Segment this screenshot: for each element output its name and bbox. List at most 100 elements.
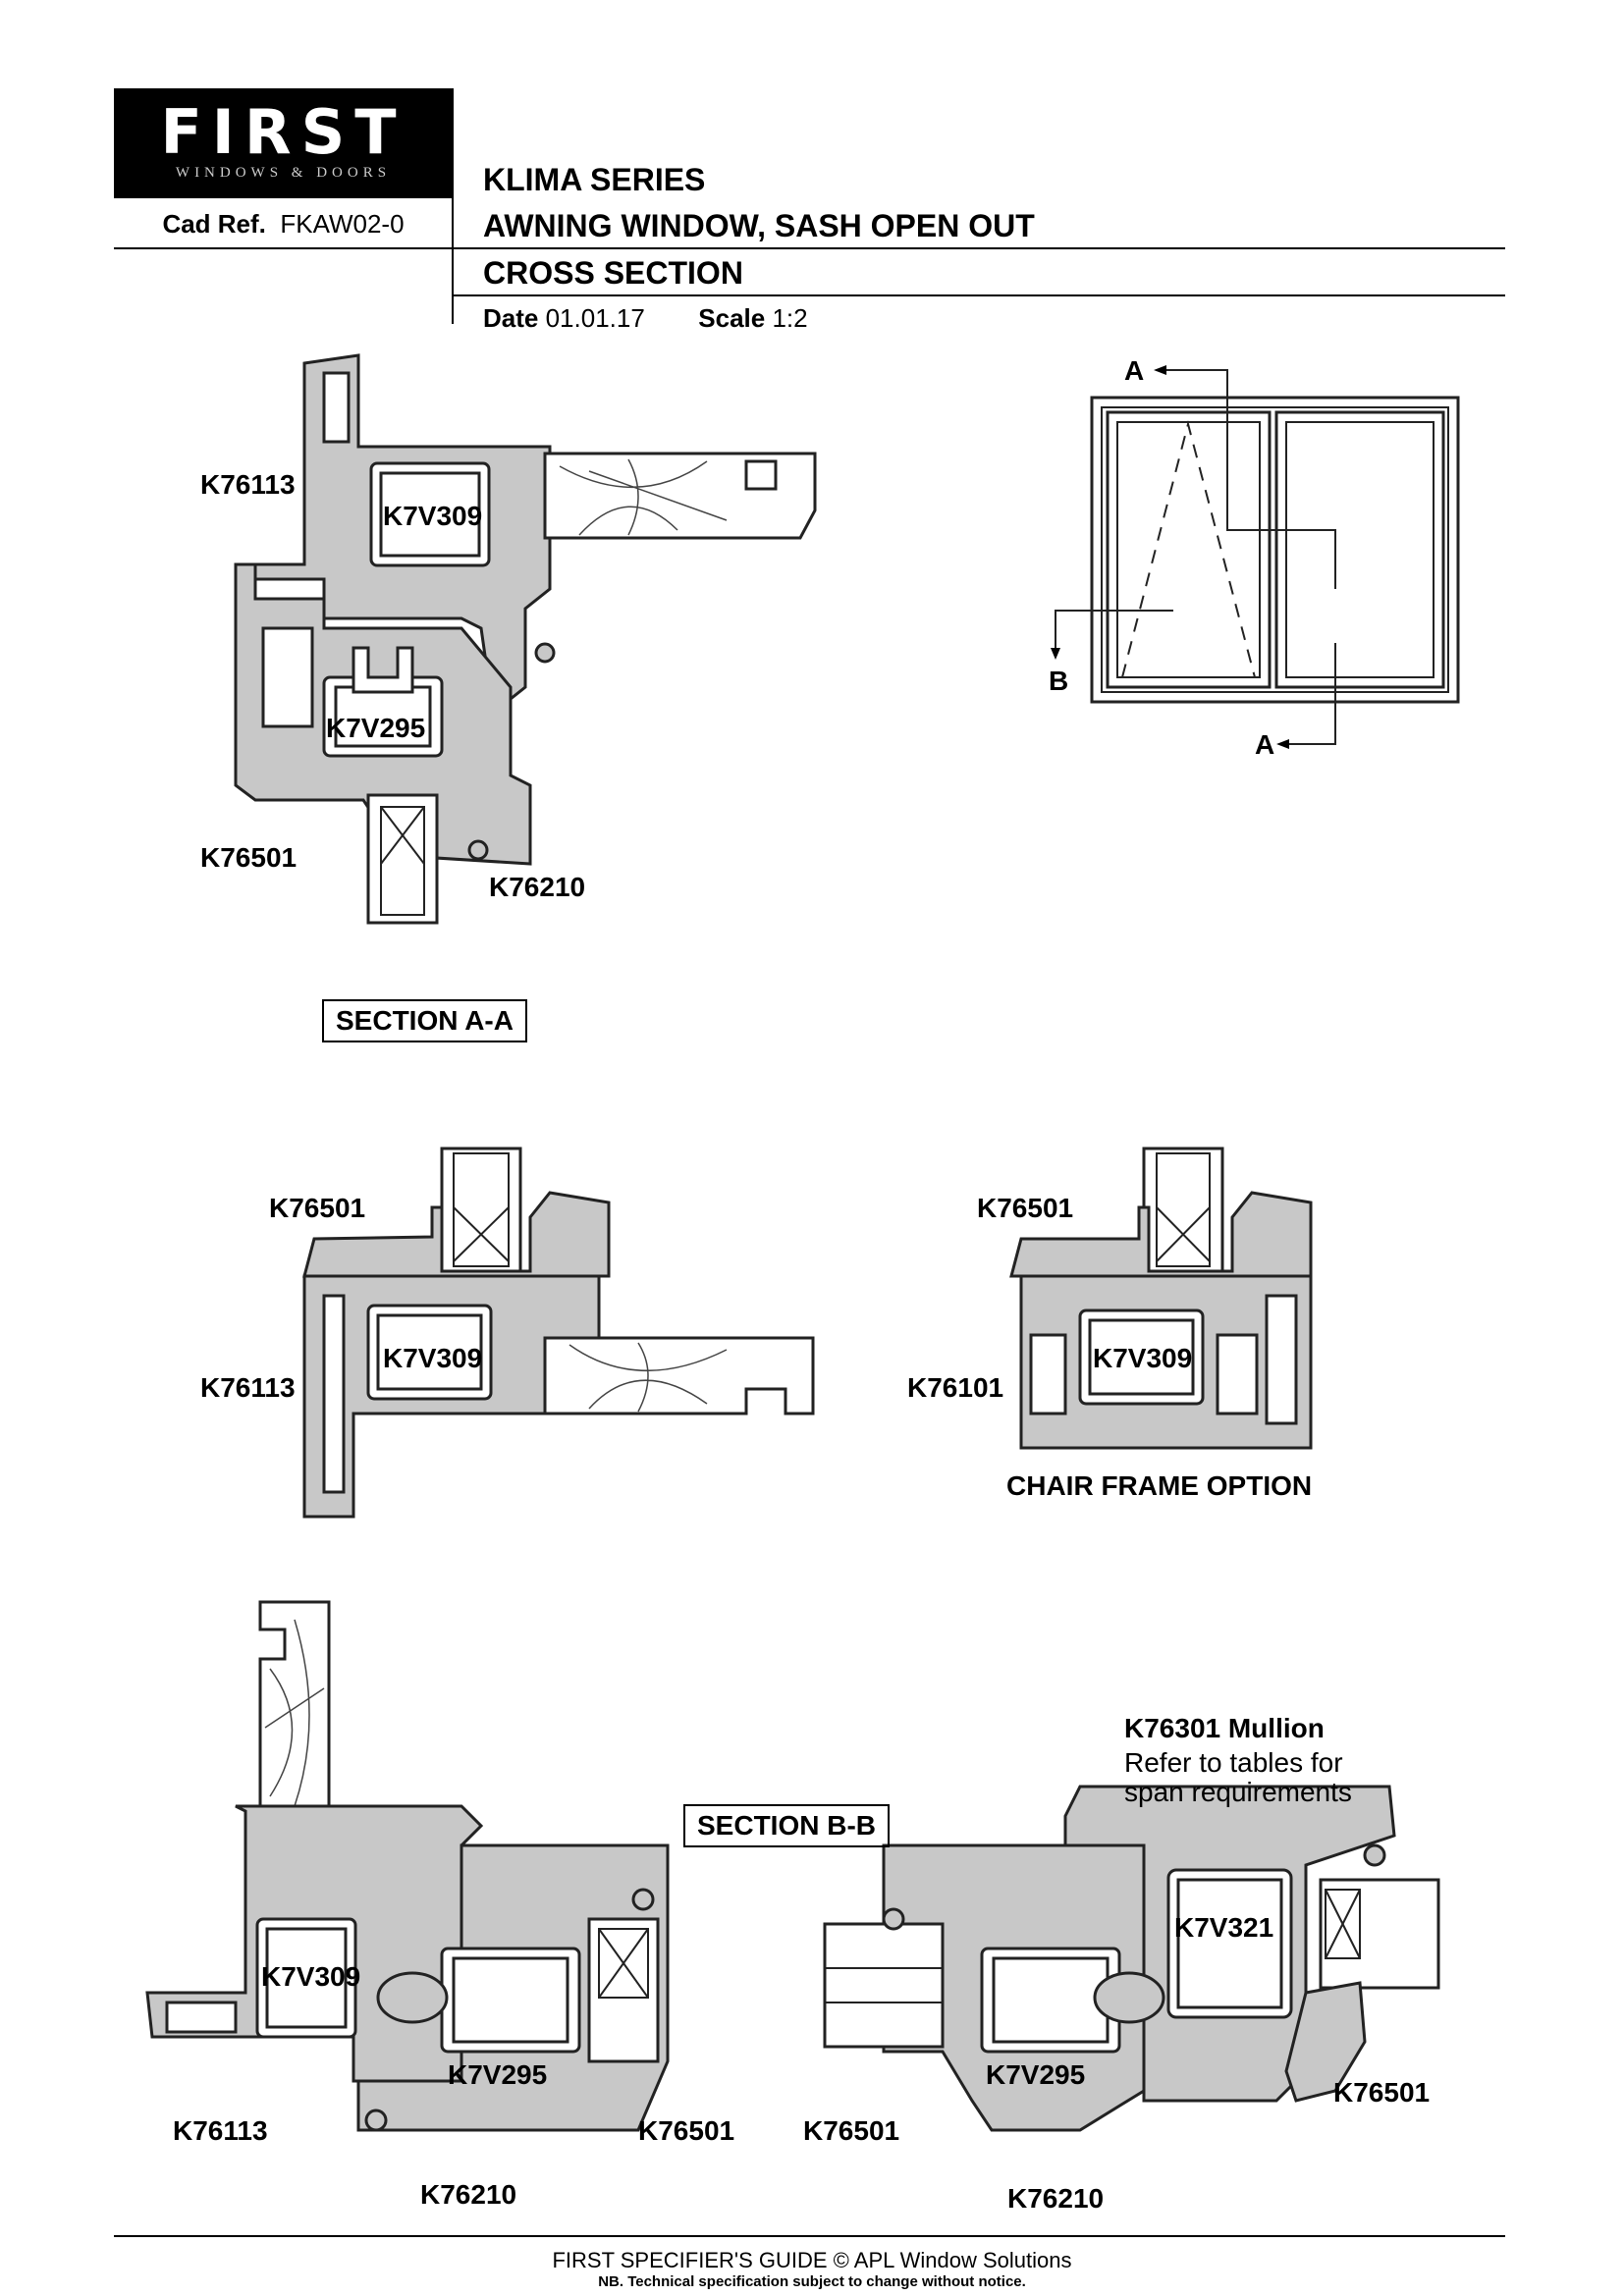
label-k76210-bb-right: K76210 [1007, 2183, 1105, 2214]
glass-unit-right [1319, 1878, 1440, 1990]
fixed-panel-glass [1285, 421, 1435, 678]
label-k76501-bb-right: K76501 [1333, 2077, 1431, 2108]
mullion-note-1: Refer to tables for [1124, 1747, 1343, 1778]
sash-profile-k76501-right [1284, 1981, 1367, 2103]
arrow-b-icon [1051, 648, 1060, 660]
timber-reveal [543, 452, 817, 540]
date-scale-row: Date 01.01.17 Scale 1:2 [483, 303, 808, 334]
awning-sash [1106, 410, 1272, 689]
header-rule-1 [452, 247, 1505, 249]
arrow-a-top-icon [1154, 365, 1166, 375]
gasket [364, 2109, 388, 2132]
label-k76501-bb-right-left: K76501 [803, 2115, 900, 2146]
label-k7v295-bb-left: K7V295 [448, 2059, 548, 2090]
logo-wordmark: FIRST [160, 96, 406, 168]
mullion-note-2: span requirements [1124, 1777, 1352, 1807]
frame-chamber [322, 1294, 346, 1494]
reinforcement-inner [452, 1956, 569, 2044]
label-k7v309-bb: K7V309 [261, 1961, 361, 1992]
spacer-cross [598, 1928, 649, 1999]
brand-logo: FIRST WINDOWS & DOORS [114, 88, 453, 198]
wood-grain [264, 1619, 325, 1807]
label-k7v295-bb-right: K7V295 [986, 2059, 1086, 2090]
glass-spacer [453, 1152, 510, 1267]
glass-spacer [1156, 1152, 1211, 1267]
label-k7v309-aa: K7V309 [383, 501, 483, 531]
label-k76113-sill-left: K76113 [200, 1372, 296, 1403]
spacer-cross [453, 1206, 510, 1262]
frame-chamber [1029, 1333, 1067, 1415]
spacer-cross [1156, 1206, 1211, 1262]
marker-a-bottom: A [1255, 729, 1275, 760]
sash-profile-k76501 [1009, 1191, 1313, 1278]
spacer-cross [1325, 1889, 1361, 1959]
hinge-fixing [1093, 1971, 1165, 2024]
glass-spacer [1325, 1889, 1361, 1959]
section-line-a [1286, 643, 1336, 745]
cad-reference: Cad Ref. FKAW02-0 [114, 209, 453, 240]
footer-guide: FIRST SPECIFIER'S GUIDE © APL Window Sol… [552, 2248, 1072, 2272]
frame-chamber [1216, 1333, 1259, 1415]
sash-profile-k76501 [302, 1191, 611, 1278]
label-k7v309-sill-right: K7V309 [1093, 1343, 1193, 1373]
glass-unit-left [823, 1922, 945, 2049]
timber-reveal [258, 1600, 331, 1813]
label-k76501-aa: K76501 [200, 842, 298, 873]
label-mullion-title: K76301 Mullion [1124, 1713, 1325, 1743]
reinforcement-inner [334, 685, 432, 748]
label-k76210-aa: K76210 [489, 872, 586, 902]
sill-left-drawing [302, 1147, 815, 1519]
section-line-a [1164, 369, 1336, 589]
arrow-a-bottom-icon [1276, 739, 1289, 749]
gasket [882, 1907, 905, 1931]
reinforcement-inner [1088, 1318, 1195, 1396]
label-k7v309-sill-left: K7V309 [383, 1343, 483, 1373]
window-frame-inner [1101, 406, 1449, 693]
gasket [1363, 1843, 1386, 1867]
wood-grain [568, 1342, 728, 1413]
glass-unit [587, 1917, 660, 2063]
section-bb-left-drawing [145, 1600, 670, 2132]
gasket [631, 1888, 655, 1911]
sill-right-drawing [1009, 1147, 1313, 1450]
section-aa-title: SECTION A-A [322, 999, 527, 1042]
frame-chamber [322, 371, 351, 444]
cad-ref-label: Cad Ref. [162, 209, 266, 239]
glass-unit [440, 1147, 522, 1278]
label-k76113-bb: K76113 [173, 2115, 268, 2146]
glass-spacer [598, 1928, 649, 1999]
label-k76501-sill-left: K76501 [269, 1193, 366, 1223]
section-bb-right-drawing [823, 1785, 1440, 2132]
label-k76113-aa: K76113 [200, 469, 296, 500]
label-k7v321: K7V321 [1174, 1912, 1274, 1943]
glass-unit [366, 793, 439, 925]
cad-ref-value: FKAW02-0 [280, 209, 405, 239]
section-bb-title: SECTION B-B [683, 1804, 890, 1847]
reinforcement-inner [1176, 1878, 1283, 2009]
scale-label: Scale [698, 303, 766, 333]
date-value: 01.01.17 [545, 303, 645, 333]
logo-tagline: WINDOWS & DOORS [175, 165, 392, 181]
opening-indicator [1121, 420, 1256, 678]
header-rule-2 [452, 294, 1505, 296]
sash-chamber [352, 646, 414, 694]
label-k76501-bb-left: K76501 [638, 2115, 735, 2146]
scale-value: 1:2 [772, 303, 808, 333]
footer-note: NB. Technical specification subject to c… [598, 2273, 1026, 2290]
header-divider-left [114, 247, 453, 249]
header-divider-vertical [452, 88, 454, 324]
spacer-cross [380, 806, 425, 865]
reinforcement-inner [992, 1956, 1110, 2044]
series-title: KLIMA SERIES [483, 162, 706, 197]
date-label: Date [483, 303, 539, 333]
section-aa-drawing [234, 353, 817, 925]
chair-frame-caption: CHAIR FRAME OPTION [1006, 1470, 1313, 1501]
label-k7v295-aa: K7V295 [326, 713, 426, 743]
label-k76210-bb-left: K76210 [420, 2179, 517, 2210]
timber-reveal [543, 1336, 815, 1415]
wood-grain [559, 458, 728, 536]
view-title: CROSS SECTION [483, 255, 743, 291]
fixed-panel [1274, 410, 1445, 689]
glass-spacer [380, 806, 425, 916]
